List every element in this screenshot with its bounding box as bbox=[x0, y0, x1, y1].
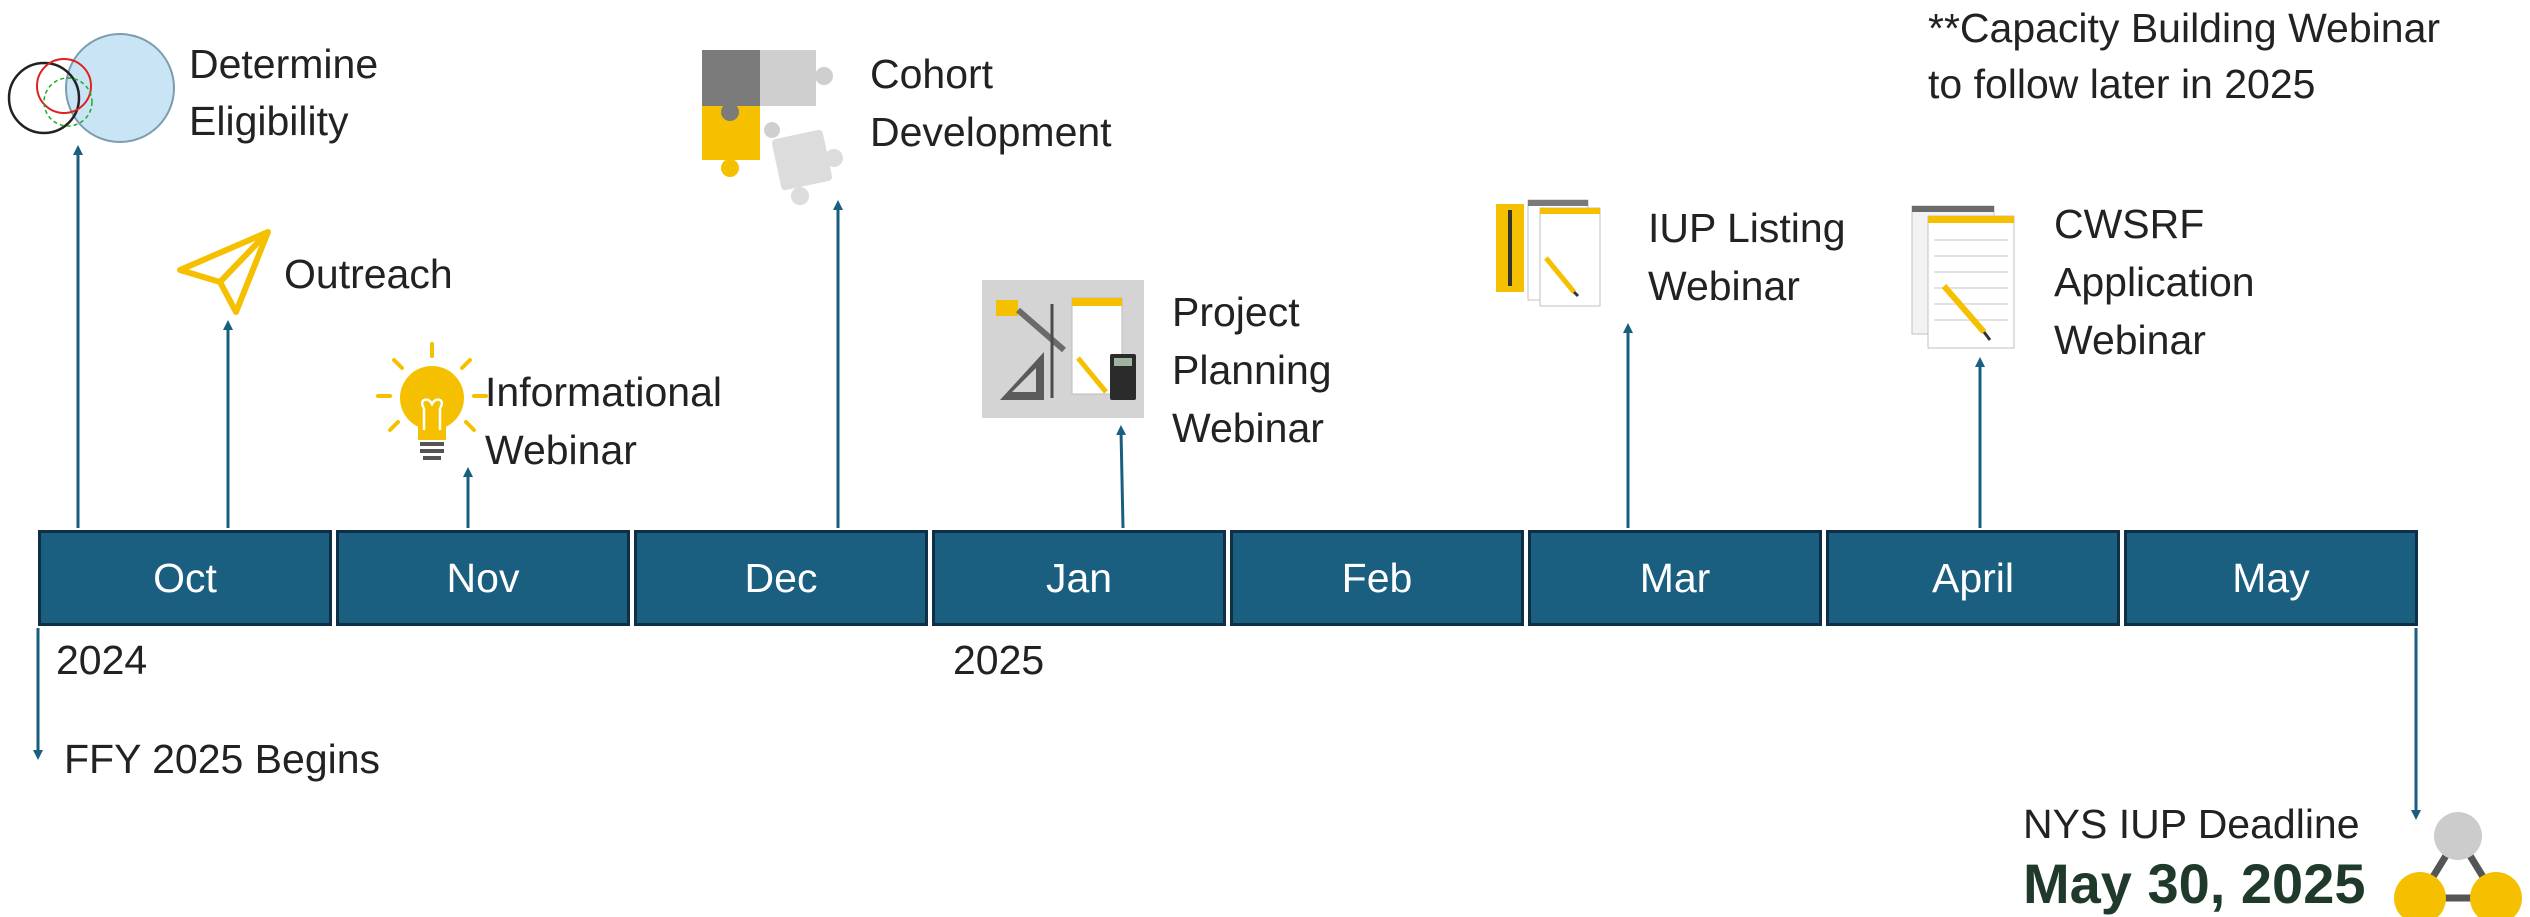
month-mar: Mar bbox=[1528, 530, 1822, 626]
outreach-label: Outreach bbox=[284, 251, 453, 297]
year-2024: 2024 bbox=[56, 637, 148, 683]
iup-listing-line-1: IUP Listing bbox=[1648, 205, 1846, 251]
cwsrf-line-2: Application bbox=[2054, 259, 2255, 305]
notepad-pencil-icon bbox=[1911, 205, 2015, 349]
month-dec: Dec bbox=[634, 530, 928, 626]
cwsrf-line-1: CWSRF bbox=[2054, 201, 2205, 247]
drafting-tools-icon bbox=[982, 280, 1144, 418]
puzzle-pieces-icon bbox=[702, 50, 843, 205]
eligibility-line-1: Determine bbox=[189, 41, 379, 87]
month-oct: Oct bbox=[38, 530, 332, 626]
year-2025: 2025 bbox=[953, 637, 1045, 683]
note-line-1: **Capacity Building Webinar bbox=[1928, 5, 2441, 51]
deadline-label: NYS IUP Deadline bbox=[2023, 801, 2360, 847]
month-feb: Feb bbox=[1230, 530, 1524, 626]
network-nodes-icon bbox=[2394, 812, 2522, 917]
month-may: May bbox=[2124, 530, 2418, 626]
month-nov: Nov bbox=[336, 530, 630, 626]
venn-circles-icon bbox=[7, 33, 175, 143]
lightbulb-icon bbox=[376, 342, 488, 460]
project-planning-line-3: Webinar bbox=[1172, 405, 1324, 451]
project-planning-line-1: Project bbox=[1172, 289, 1300, 335]
informational-line-2: Webinar bbox=[485, 427, 637, 473]
month-april: April bbox=[1826, 530, 2120, 626]
cwsrf-line-3: Webinar bbox=[2054, 317, 2206, 363]
arrow-project-planning bbox=[1116, 425, 1127, 529]
paper-plane-icon bbox=[177, 229, 271, 315]
project-planning-line-2: Planning bbox=[1172, 347, 1332, 393]
month-jan: Jan bbox=[932, 530, 1226, 626]
informational-line-1: Informational bbox=[485, 369, 723, 415]
cohort-line-1: Cohort bbox=[870, 51, 994, 97]
deadline-date: May 30, 2025 bbox=[2023, 852, 2366, 915]
ffy-begins-label: FFY 2025 Begins bbox=[64, 736, 381, 782]
eligibility-line-2: Eligibility bbox=[189, 98, 349, 144]
iup-listing-line-2: Webinar bbox=[1648, 263, 1800, 309]
notepad-pencil-icon bbox=[1496, 199, 1601, 307]
cohort-line-2: Development bbox=[870, 109, 1112, 155]
note-line-2: to follow later in 2025 bbox=[1928, 61, 2316, 107]
